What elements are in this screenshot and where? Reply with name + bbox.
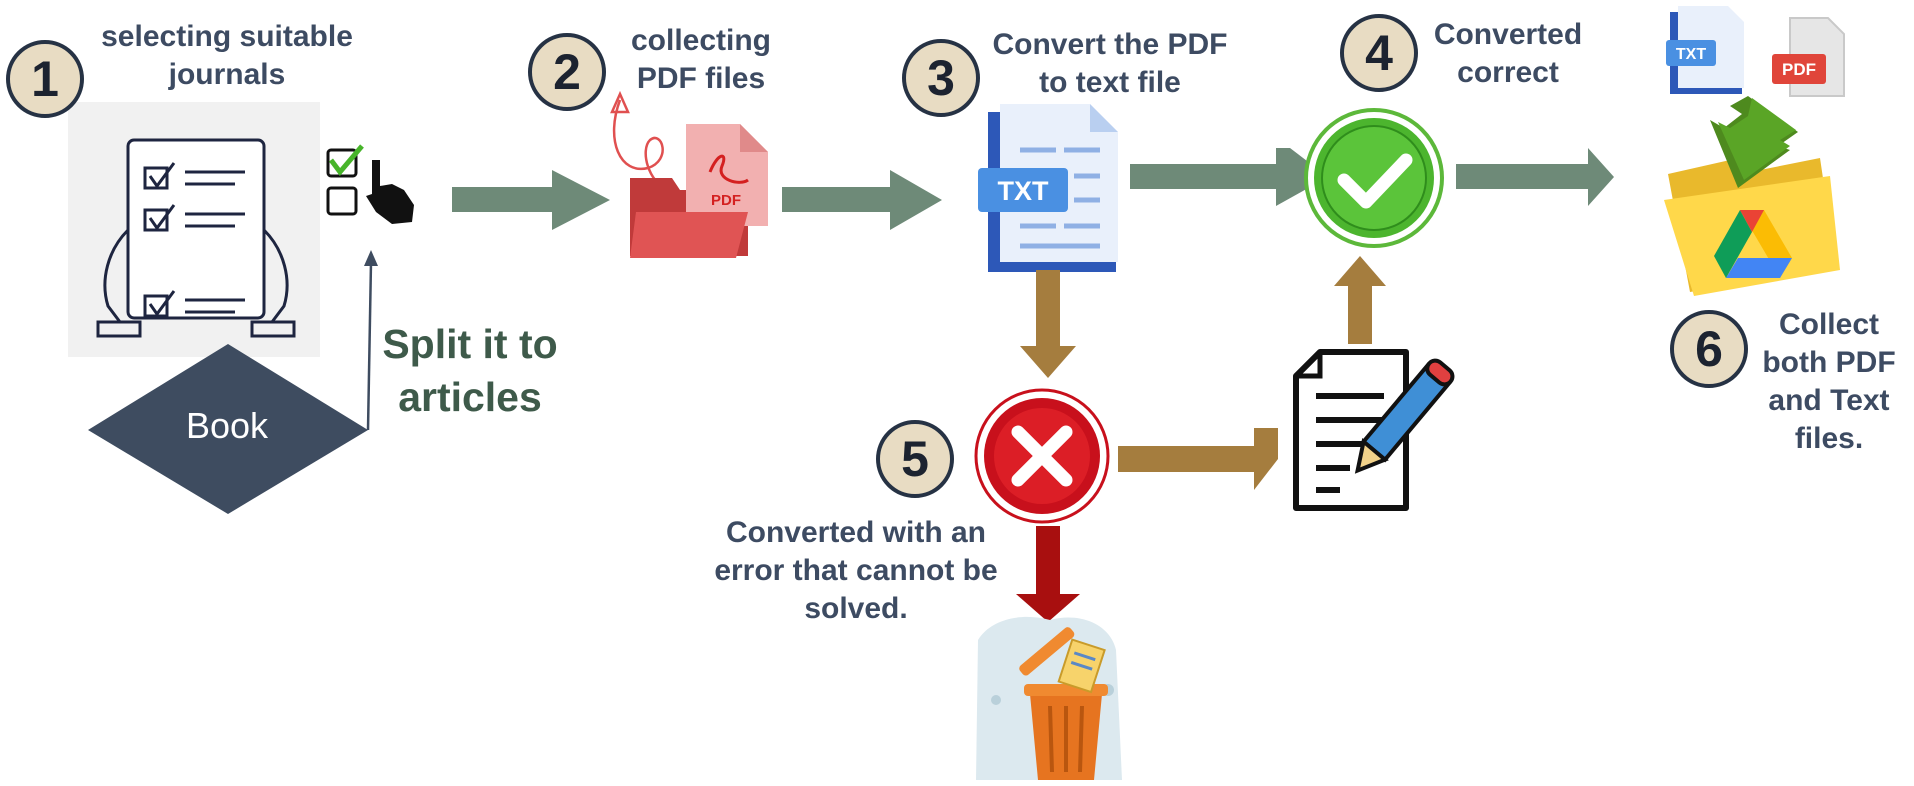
edit-document-icon <box>1293 349 1455 511</box>
step-3-badge: 3 <box>902 39 980 117</box>
step-4-label: Converted correct <box>1433 18 1583 89</box>
arrow-edit-to-4 <box>1334 256 1386 344</box>
step-3-label: Convert the PDF to text file <box>992 28 1228 99</box>
arrow-5-to-trash <box>1016 526 1080 622</box>
arrow-1-to-2 <box>452 170 610 230</box>
drive-folder-icon <box>1664 158 1840 296</box>
pdf-folder-icon: PDF <box>610 90 768 258</box>
txt-file-small-tag: TXT <box>1676 46 1706 63</box>
pdf-file-small-icon: PDF <box>1772 17 1845 97</box>
download-arrow-icon <box>1710 96 1798 188</box>
step-1-badge: 1 <box>6 40 84 118</box>
pdf-folder-tag: PDF <box>711 192 741 209</box>
txt-document-tag: TXT <box>998 176 1050 206</box>
txt-file-small-icon: TXT <box>1666 6 1744 94</box>
arrow-4-to-6 <box>1456 148 1614 206</box>
split-label: Split it to articles <box>382 321 558 420</box>
step-5-label: Converted with an error that cannot be s… <box>714 516 998 625</box>
step-1-label: selecting suitable journals <box>101 20 353 91</box>
step-6-badge: 6 <box>1670 310 1748 388</box>
arrow-5-to-edit <box>1118 428 1278 490</box>
success-check-icon <box>1304 108 1444 248</box>
error-x-icon <box>974 388 1110 524</box>
pdf-file-small-tag: PDF <box>1782 60 1816 79</box>
step-2-badge: 2 <box>528 33 606 111</box>
step-5-badge: 5 <box>876 420 954 498</box>
arrow-2-to-3 <box>782 170 942 230</box>
arrow-3-to-5 <box>1020 270 1076 378</box>
checkbox-pointer-icon <box>326 144 414 224</box>
txt-document-icon: TXT <box>978 104 1118 272</box>
step-6-label: Collect both PDF and Text files. <box>1762 308 1896 455</box>
split-arrow <box>364 250 378 431</box>
step-2-label: collecting PDF files <box>630 24 772 95</box>
step-4-badge: 4 <box>1340 14 1418 92</box>
book-label: Book <box>185 405 269 446</box>
checklist-illustration <box>68 102 320 357</box>
trash-bin-icon <box>976 616 1122 780</box>
arrow-3-to-4 <box>1130 148 1328 206</box>
book-shape <box>88 344 368 514</box>
